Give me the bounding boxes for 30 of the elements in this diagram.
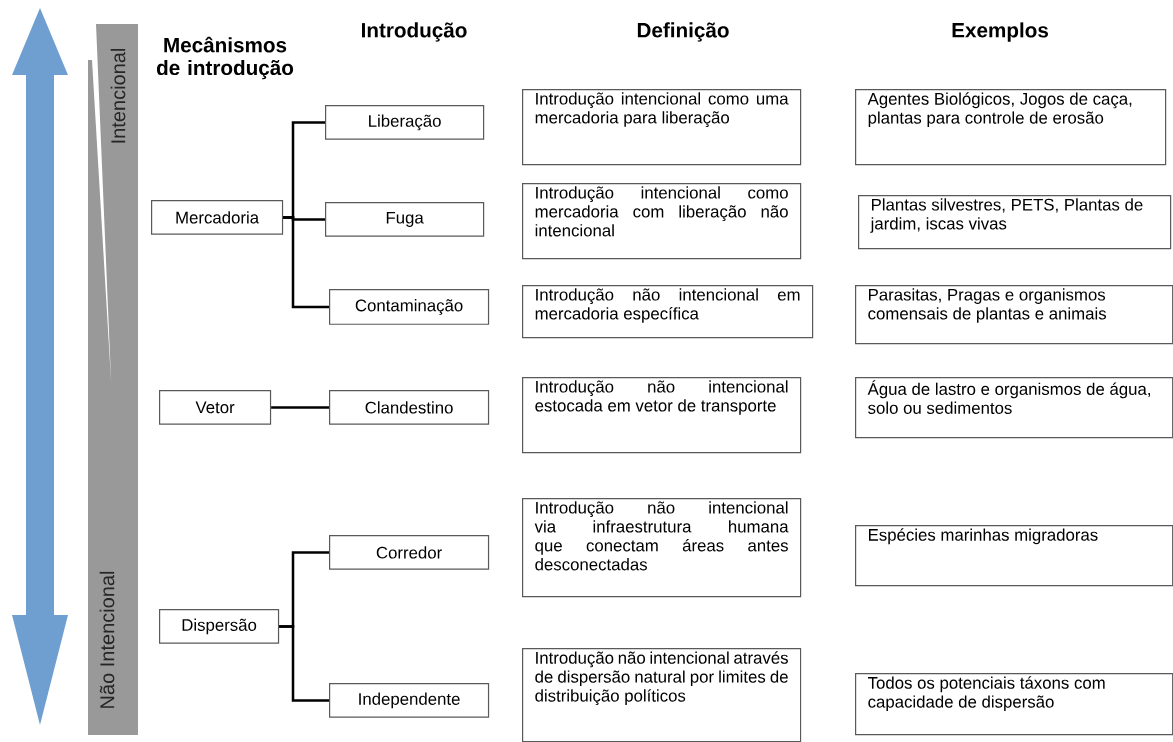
category-box: Clandestino xyxy=(329,390,490,425)
example-box: Plantas silvestres, PETS, Plantas de jardim, iscas vivas xyxy=(858,195,1172,250)
category-box: Contaminação xyxy=(329,289,490,325)
example-box: Parasitas, Pragas e organismos comensais de plantas e animais xyxy=(855,285,1173,345)
definition-box: Introdução não intencional através de dispersão natural por limites de distribuição políticos xyxy=(522,648,802,742)
category-box: Corredor xyxy=(329,535,490,570)
side-label: Não Intencional xyxy=(99,571,115,708)
category-box: Dispersão xyxy=(159,609,280,644)
example-box: Espécies marinhas migradoras xyxy=(855,525,1173,587)
example-box: Agentes Biológicos, Jogos de caça, plantas para controle de erosão xyxy=(855,89,1167,166)
category-box: Liberação xyxy=(325,105,485,140)
example-box: Todos os potenciais táxons com capacidade de dispersão xyxy=(855,673,1173,736)
category-box: Vetor xyxy=(159,390,272,425)
side-label: Intencional xyxy=(110,49,126,143)
column-header: Mecânismos de introdução xyxy=(156,36,294,80)
connector-line xyxy=(283,216,329,309)
category-box: Independente xyxy=(329,683,490,718)
column-header: Introdução xyxy=(362,22,467,42)
column-header: Exemplos xyxy=(952,22,1048,42)
column-header: Definição xyxy=(637,22,729,42)
connector-line xyxy=(271,406,329,409)
definition-box: Introdução não intencional via infraestrutura humana que conectam áreas antes desconectadas xyxy=(522,498,802,598)
category-box: Fuga xyxy=(325,202,485,237)
example-box: Água de lastro e organismos de água, solo ou sedimentos xyxy=(855,377,1173,439)
category-box: Mercadoria xyxy=(151,200,284,235)
definition-box: Introdução intencional como uma mercadoria para liberação xyxy=(522,89,802,166)
definition-box: Introdução não intencional estocada em vetor de transporte xyxy=(522,377,802,454)
connector-line xyxy=(279,625,329,702)
definition-box: Introdução não intencional em mercadoria específica xyxy=(522,285,814,339)
definition-box: Introdução intencional como mercadoria com liberação não intencional xyxy=(522,183,802,260)
